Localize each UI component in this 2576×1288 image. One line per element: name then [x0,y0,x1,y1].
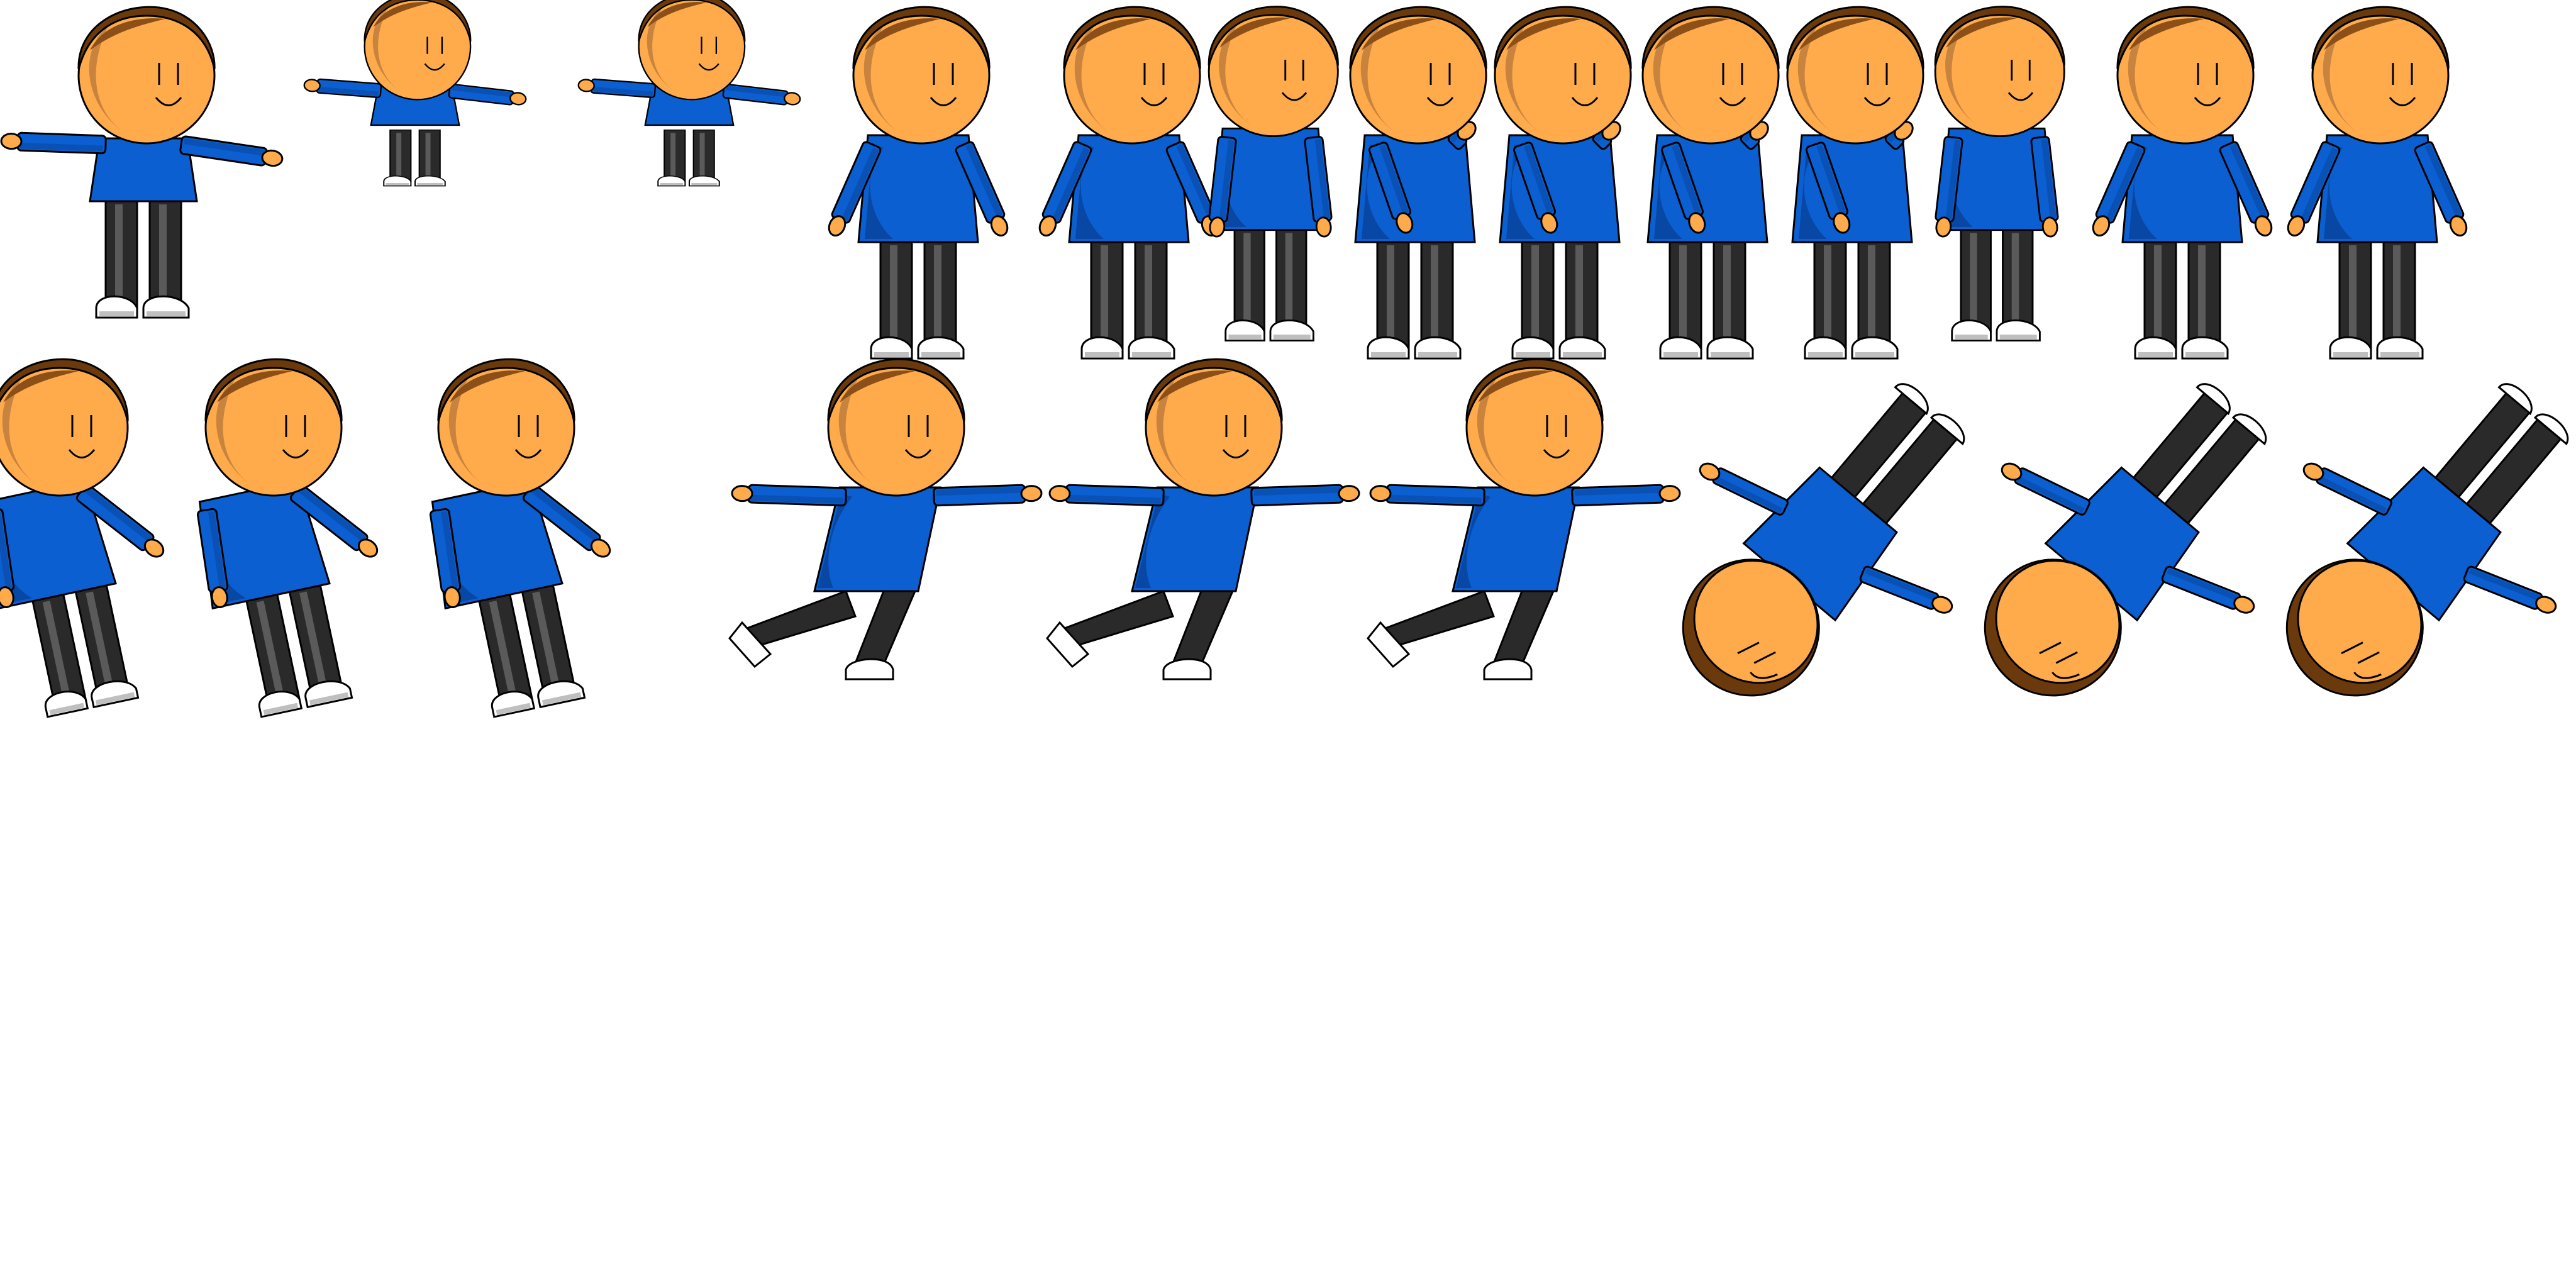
boy-walking-icon [1494,6,1632,360]
boy-standing-icon [2092,6,2273,360]
boy-standing-icon [828,6,1009,360]
boy-leaning-icon [422,358,611,718]
boy-t-pose-icon [577,0,801,187]
boy-falling-icon [1984,383,2267,697]
boy-falling-icon [2285,383,2569,697]
boy-standing-icon [1934,6,2065,341]
boy-falling-icon [1682,383,1965,697]
boy-t-pose-icon [303,0,527,187]
boy-t-pose-icon [0,6,284,319]
boy-walking-icon [1349,6,1487,360]
boy-standing-icon [1038,6,1219,360]
boy-slipping-icon [1367,358,1681,680]
boy-walking-icon [1786,6,1924,360]
boy-leaning-icon [0,358,165,718]
boy-walking-icon [1641,6,1780,360]
boy-slipping-icon [728,358,1043,680]
boy-slipping-icon [1046,358,1360,680]
boy-leaning-icon [189,358,379,718]
boy-standing-icon [1208,6,1339,341]
boy-standing-icon [2287,6,2468,360]
